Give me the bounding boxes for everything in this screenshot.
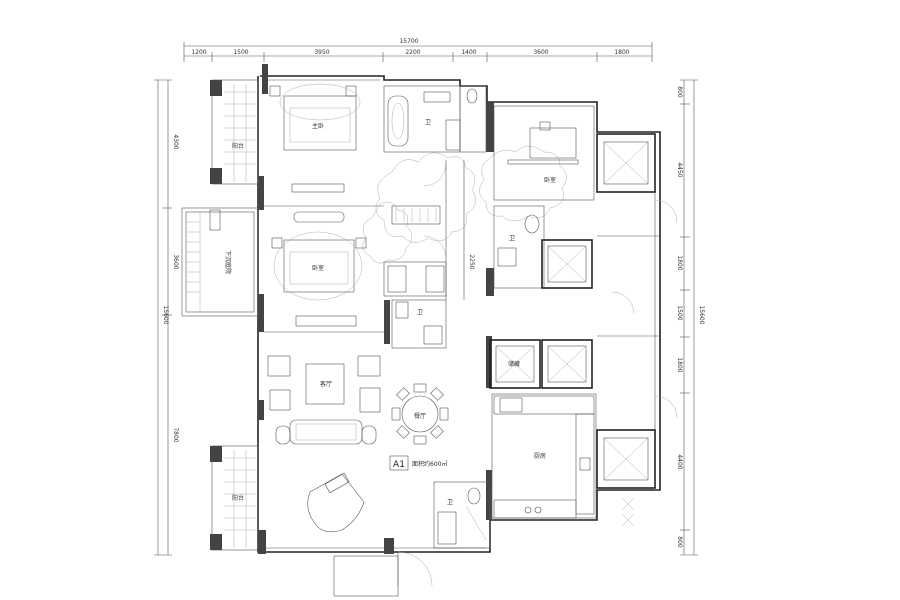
dim-top-1: 1200 <box>191 49 206 56</box>
right-dimensions: 800 4450 1800 15600 1500 1800 4400 800 <box>676 79 705 556</box>
piano <box>307 472 365 533</box>
dining-room: 餐厅 <box>391 383 449 445</box>
living-room: 客厅 <box>264 331 384 445</box>
dim-right-3: 1800 <box>676 255 683 270</box>
dim-left-total: 15600 <box>162 305 169 324</box>
dim-right-4: 1500 <box>676 305 683 320</box>
top-dimensions: 15700 1200 1500 3950 2200 1400 3600 1800 <box>183 38 653 62</box>
label-master-bedroom: 主卧 <box>312 122 324 130</box>
dim-left-1: 4300 <box>172 134 179 149</box>
balcony-bottom-left: 阳台 <box>210 445 259 551</box>
label-bath-4: 卫 <box>447 499 453 506</box>
dim-corridor: 2250 <box>468 254 475 269</box>
dim-top-6: 3600 <box>533 49 548 56</box>
sunken-garden: 下沉庭院 <box>181 207 259 317</box>
label-bath-3: 卫 <box>509 235 515 242</box>
label-bedroom-2: 卧室 <box>312 264 324 272</box>
dim-left-2: 3600 <box>172 254 179 269</box>
bedroom-2: 卧室 <box>271 211 367 327</box>
bath-4: 卫 <box>433 481 491 549</box>
dim-top-5: 1400 <box>461 49 476 56</box>
label-balcony-bottom: 阳台 <box>232 494 244 502</box>
dim-right-5: 1800 <box>676 357 683 372</box>
dim-left-3: 7800 <box>172 427 179 442</box>
label-balcony-top: 阳台 <box>232 142 244 150</box>
label-storage: 储藏 <box>508 360 520 368</box>
bath-2: 卫 <box>383 261 447 349</box>
dim-top-2: 1500 <box>233 49 248 56</box>
exterior-walls <box>257 64 661 554</box>
dim-right-6: 4400 <box>676 454 683 469</box>
label-sunken-garden: 下沉庭院 <box>224 250 232 274</box>
label-kitchen: 厨房 <box>534 452 546 460</box>
entrance <box>333 551 433 597</box>
dim-top-3: 3950 <box>314 49 329 56</box>
bath-3: 卫 <box>493 205 545 289</box>
corridor-trees: 2250 <box>362 145 567 300</box>
label-dining-room: 餐厅 <box>414 412 426 420</box>
dim-right-7: 800 <box>676 536 683 548</box>
dim-total-width: 15700 <box>399 38 418 45</box>
label-living-room: 客厅 <box>320 380 332 388</box>
left-dimensions: 4300 3600 15600 7800 <box>154 79 179 556</box>
dim-top-7: 1800 <box>614 49 629 56</box>
balcony-top-left: 阳台 <box>210 79 259 185</box>
dim-top-4: 2200 <box>405 49 420 56</box>
master-bath: 卫 <box>383 85 487 153</box>
bedroom-3: 卧室 <box>493 105 595 201</box>
core: 储藏 <box>489 133 678 489</box>
unit-id: A1 <box>393 460 405 470</box>
unit-area: 面积约600㎡ <box>412 460 447 468</box>
label-bath-2: 卫 <box>417 309 423 316</box>
label-bedroom-3: 卧室 <box>544 176 556 184</box>
dim-right-2: 4450 <box>676 162 683 177</box>
label-master-bath: 卫 <box>425 119 431 126</box>
kitchen: 厨房 <box>491 393 635 527</box>
dim-right-total: 15600 <box>698 305 705 324</box>
unit-label: A1 面积约600㎡ <box>389 455 447 471</box>
master-bedroom: 主卧 <box>264 83 384 207</box>
dim-right-1: 800 <box>676 86 683 98</box>
